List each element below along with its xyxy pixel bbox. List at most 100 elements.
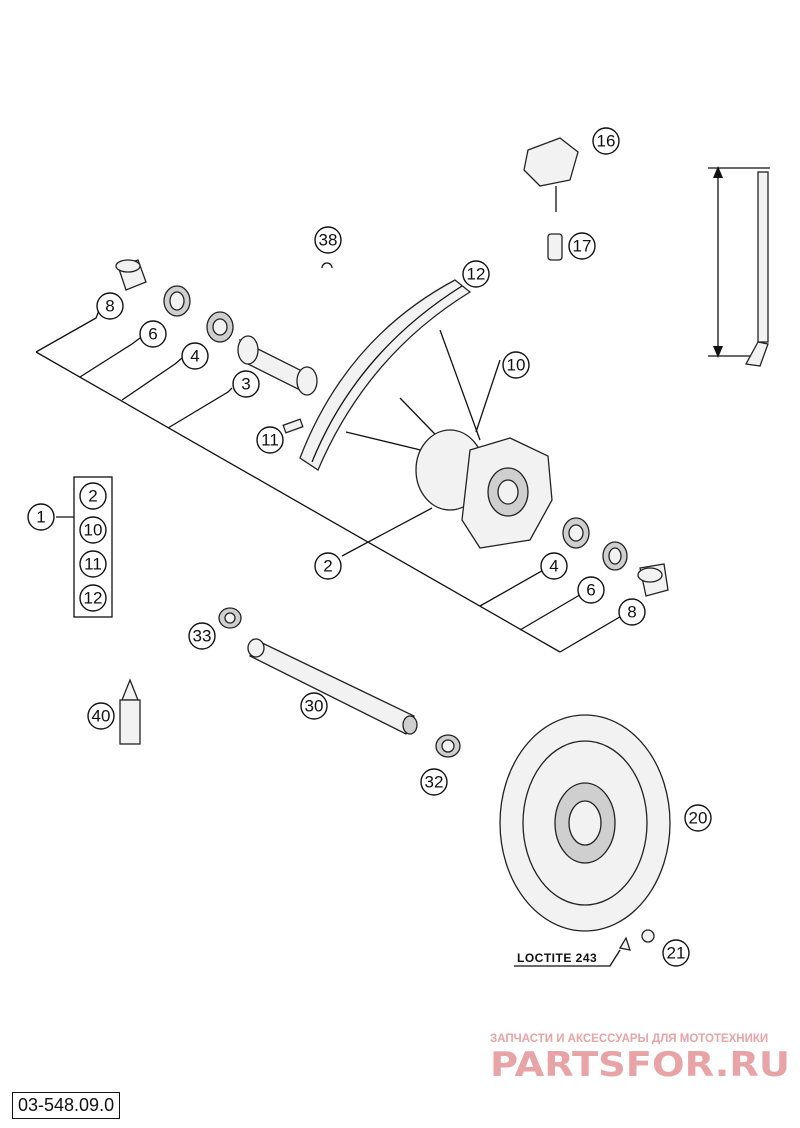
distance-tube-3	[237, 335, 318, 396]
assembly-axis-line	[35, 351, 561, 653]
callout-17: 17	[568, 232, 596, 260]
seal-6-left	[163, 285, 191, 317]
leader-8-left	[35, 307, 101, 353]
callout-circle	[540, 552, 568, 580]
valve-cap-16	[523, 137, 579, 212]
callout-30: 30	[300, 692, 328, 720]
callout-circle	[502, 351, 530, 379]
bearing-4-right	[562, 517, 590, 549]
callout-circle	[79, 516, 107, 544]
svg-text:PARTSFOR.RU: PARTSFOR.RU	[490, 1046, 790, 1082]
callout-circle	[181, 342, 209, 370]
screw-21	[618, 929, 655, 951]
callout-label: 30	[305, 697, 324, 716]
callout-circle	[79, 550, 107, 578]
callout-circle	[568, 232, 596, 260]
kit-box	[73, 476, 113, 618]
callout-circle	[618, 598, 646, 626]
callout-2: 2	[79, 482, 107, 510]
callout-circle	[577, 576, 605, 604]
nut-32	[435, 734, 461, 758]
callout-10: 10	[502, 351, 530, 379]
callout-20: 20	[684, 804, 712, 832]
callout-circle	[79, 482, 107, 510]
callout-label: 12	[467, 265, 486, 284]
spacer-8-left	[115, 259, 147, 291]
callout-label: 4	[549, 557, 558, 576]
leader-6-right	[519, 591, 585, 631]
callout-circle	[27, 503, 55, 531]
callout-4: 4	[540, 552, 568, 580]
callout-38: 38	[314, 226, 342, 254]
callout-circle	[256, 426, 284, 454]
callout-label: 6	[586, 581, 595, 600]
leader-6-left	[79, 337, 141, 378]
callout-12: 12	[79, 584, 107, 612]
callout-circle	[188, 622, 216, 650]
document-code: 03-548.09.0	[12, 1092, 121, 1119]
callout-label: 21	[667, 944, 686, 963]
callout-4: 4	[181, 342, 209, 370]
callout-8: 8	[618, 598, 646, 626]
valve-17	[547, 233, 563, 261]
callout-circle	[420, 768, 448, 796]
callout-circle	[314, 552, 342, 580]
callout-label: 3	[241, 375, 250, 394]
callout-21: 21	[662, 939, 690, 967]
watermark-logo: PARTSFOR.RU	[490, 1046, 790, 1082]
callout-33: 33	[188, 622, 216, 650]
callout-3: 3	[232, 370, 260, 398]
callout-label: 11	[261, 431, 279, 450]
loctite-tube-40	[119, 678, 141, 745]
callout-circle	[314, 226, 342, 254]
axle-30	[247, 638, 418, 735]
callout-1: 1	[27, 503, 55, 531]
callout-label: 16	[597, 132, 616, 151]
callout-8: 8	[96, 292, 124, 320]
callout-circle	[79, 584, 107, 612]
spoke-10	[475, 359, 501, 433]
callout-12: 12	[462, 260, 490, 288]
bearing-4-left	[206, 311, 234, 343]
callout-circle	[684, 804, 712, 832]
callout-label: 11	[84, 555, 102, 574]
callout-circle	[462, 260, 490, 288]
callout-11: 11	[79, 550, 107, 578]
spoke-length-gauge	[708, 166, 770, 367]
callout-label: 10	[84, 521, 103, 540]
callout-2: 2	[314, 552, 342, 580]
callout-circle	[662, 939, 690, 967]
callout-circle	[87, 702, 115, 730]
callout-label: 6	[148, 325, 157, 344]
callout-label: 12	[84, 589, 103, 608]
callout-6: 6	[577, 576, 605, 604]
brake-disc-20	[499, 714, 671, 932]
callout-label: 2	[323, 557, 332, 576]
circlip-38	[321, 262, 333, 269]
callout-circle	[232, 370, 260, 398]
callout-label: 32	[425, 773, 444, 792]
callout-label: 20	[689, 809, 708, 828]
callout-32: 32	[420, 768, 448, 796]
callout-label: 8	[105, 297, 114, 316]
leader-4-left	[121, 357, 183, 401]
hub-2	[415, 429, 553, 549]
leader-2	[341, 507, 433, 557]
callout-40: 40	[87, 702, 115, 730]
callout-label: 40	[92, 707, 111, 726]
callout-label: 33	[193, 627, 212, 646]
callout-circle	[592, 127, 620, 155]
leader-8-right	[559, 613, 625, 653]
callout-10: 10	[79, 516, 107, 544]
callout-circle	[139, 320, 167, 348]
watermark-caption: ЗАПЧАСТИ И АКСЕССУАРЫ ДЛЯ МОТОТЕХНИКИ	[490, 1033, 769, 1045]
callout-6: 6	[139, 320, 167, 348]
callout-circle	[96, 292, 124, 320]
callout-label: 4	[190, 347, 199, 366]
callout-label: 10	[507, 356, 526, 375]
nipple-11	[282, 418, 304, 434]
callout-label: 2	[88, 487, 97, 506]
callout-circle	[300, 692, 328, 720]
loctite-note: LOCTITE 243	[517, 951, 597, 965]
